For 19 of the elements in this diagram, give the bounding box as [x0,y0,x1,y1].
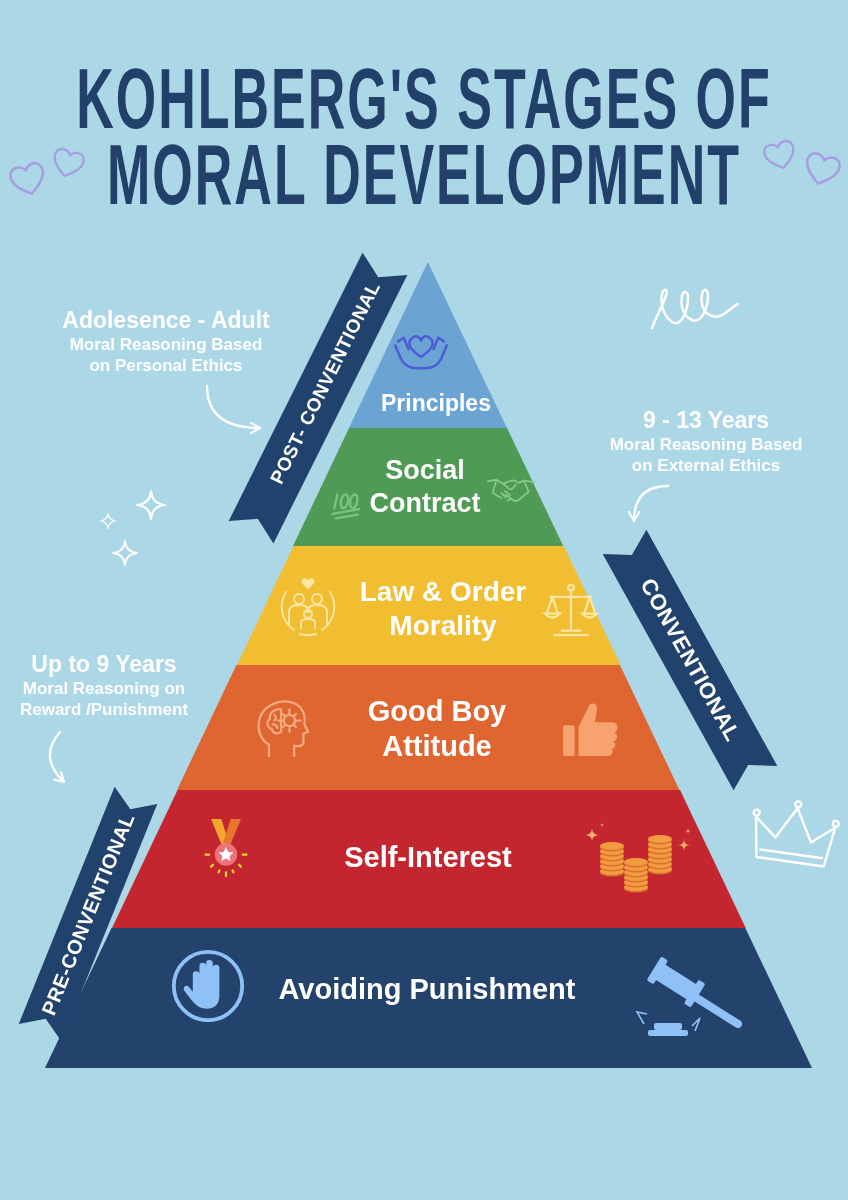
ribbon-banner [602,529,778,791]
pyramid-tier [236,546,620,665]
stage-label: Social Contract [368,454,482,520]
age-range-heading: Up to 9 Years [31,650,177,678]
curved-arrow [628,484,670,523]
stage-description: Moral Reasoning Based on External Ethics [608,434,804,476]
stage-label: Self-Interest [344,840,512,876]
title: KOHLBERG'S STAGES OF MORAL DEVELOPMENT [75,60,773,212]
stage-label: Good Boy Attitude [366,693,508,764]
stage-description: Moral Reasoning on Reward /Punishment [18,678,190,720]
curved-arrow [205,384,262,434]
stage-label: Law & Order Morality [358,574,528,643]
stage-description: Moral Reasoning Based on Personal Ethics [68,334,264,376]
ribbon-banner [18,786,158,1042]
age-range-heading: Adolesence - Adult [62,306,270,334]
stage-label: Principles [381,389,491,417]
age-range-heading: 9 - 13 Years [642,406,770,434]
stage-label: Avoiding Punishment [278,972,576,1008]
curved-arrow [48,730,66,784]
